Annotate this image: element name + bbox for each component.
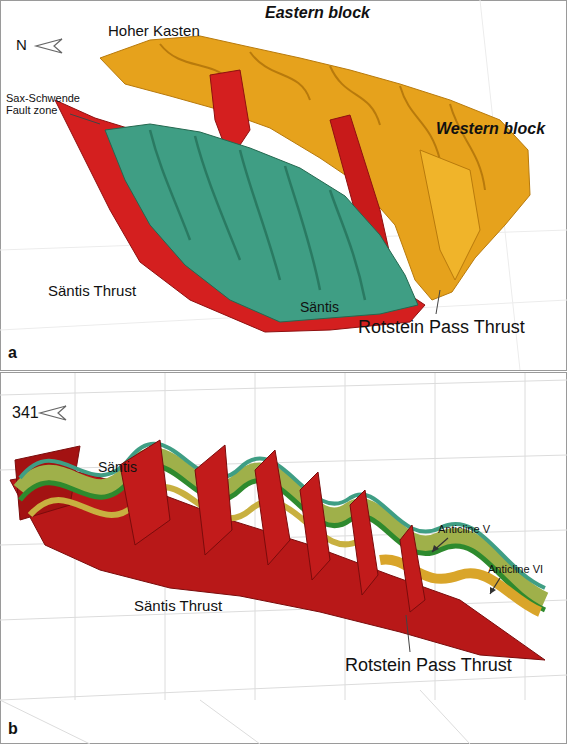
leader-line (406, 615, 410, 652)
fold-label: Anticline V (438, 523, 490, 535)
fold-label: Anticline VI (488, 563, 543, 575)
block-label: Eastern block (265, 4, 370, 22)
azimuth-label: 341 (12, 404, 39, 422)
place-label: Hoher Kasten (108, 23, 200, 40)
pointer-arrow (432, 538, 448, 552)
red-fault-surface (10, 446, 545, 660)
orange-horizon (420, 150, 480, 280)
red-fault-blade (195, 445, 232, 555)
background-grid (0, 373, 567, 744)
leader-line (436, 290, 440, 314)
leader-line (70, 114, 100, 124)
unit-label: Säntis (300, 300, 339, 315)
background-grid (0, 380, 567, 395)
panel-frame (1, 1, 567, 371)
background-grid (345, 373, 346, 700)
red-fault-blade (300, 472, 330, 580)
teal-horizon (105, 124, 418, 322)
red-fault-blade (255, 450, 290, 565)
background-grid (200, 700, 260, 744)
pointer-arrow (490, 578, 500, 594)
thrust-label: Säntis Thrust (48, 283, 136, 300)
red-fault-blade (400, 525, 425, 612)
panel-letter: a (8, 344, 17, 362)
folded-layers (20, 444, 545, 588)
red-fault-blade (350, 490, 378, 595)
pointer-arrow (490, 587, 496, 594)
background-grid (0, 675, 567, 700)
pointer-arrow (432, 545, 439, 552)
north-arrow (36, 39, 62, 53)
block-label: Western block (436, 120, 545, 138)
background-grid (0, 700, 90, 744)
folded-layers (20, 444, 545, 612)
background-grid (420, 690, 470, 744)
thrust-label: Rotstein Pass Thrust (345, 656, 512, 676)
thrust-label: Rotstein Pass Thrust (358, 318, 525, 338)
red-fault-blade (120, 440, 425, 612)
teal-horizon (105, 124, 418, 322)
north-label: N (16, 37, 27, 54)
red-fault-blade (120, 440, 170, 545)
unit-label: Säntis (98, 460, 137, 475)
panel-frame (1, 373, 567, 744)
background-grid (0, 0, 567, 370)
thrust-label: Säntis Thrust (134, 598, 222, 615)
panel-letter: b (8, 720, 18, 738)
direction-arrow (40, 406, 66, 420)
teal-horizon (150, 130, 365, 300)
fault-label: Sax-Schwende Fault zone (6, 92, 84, 116)
